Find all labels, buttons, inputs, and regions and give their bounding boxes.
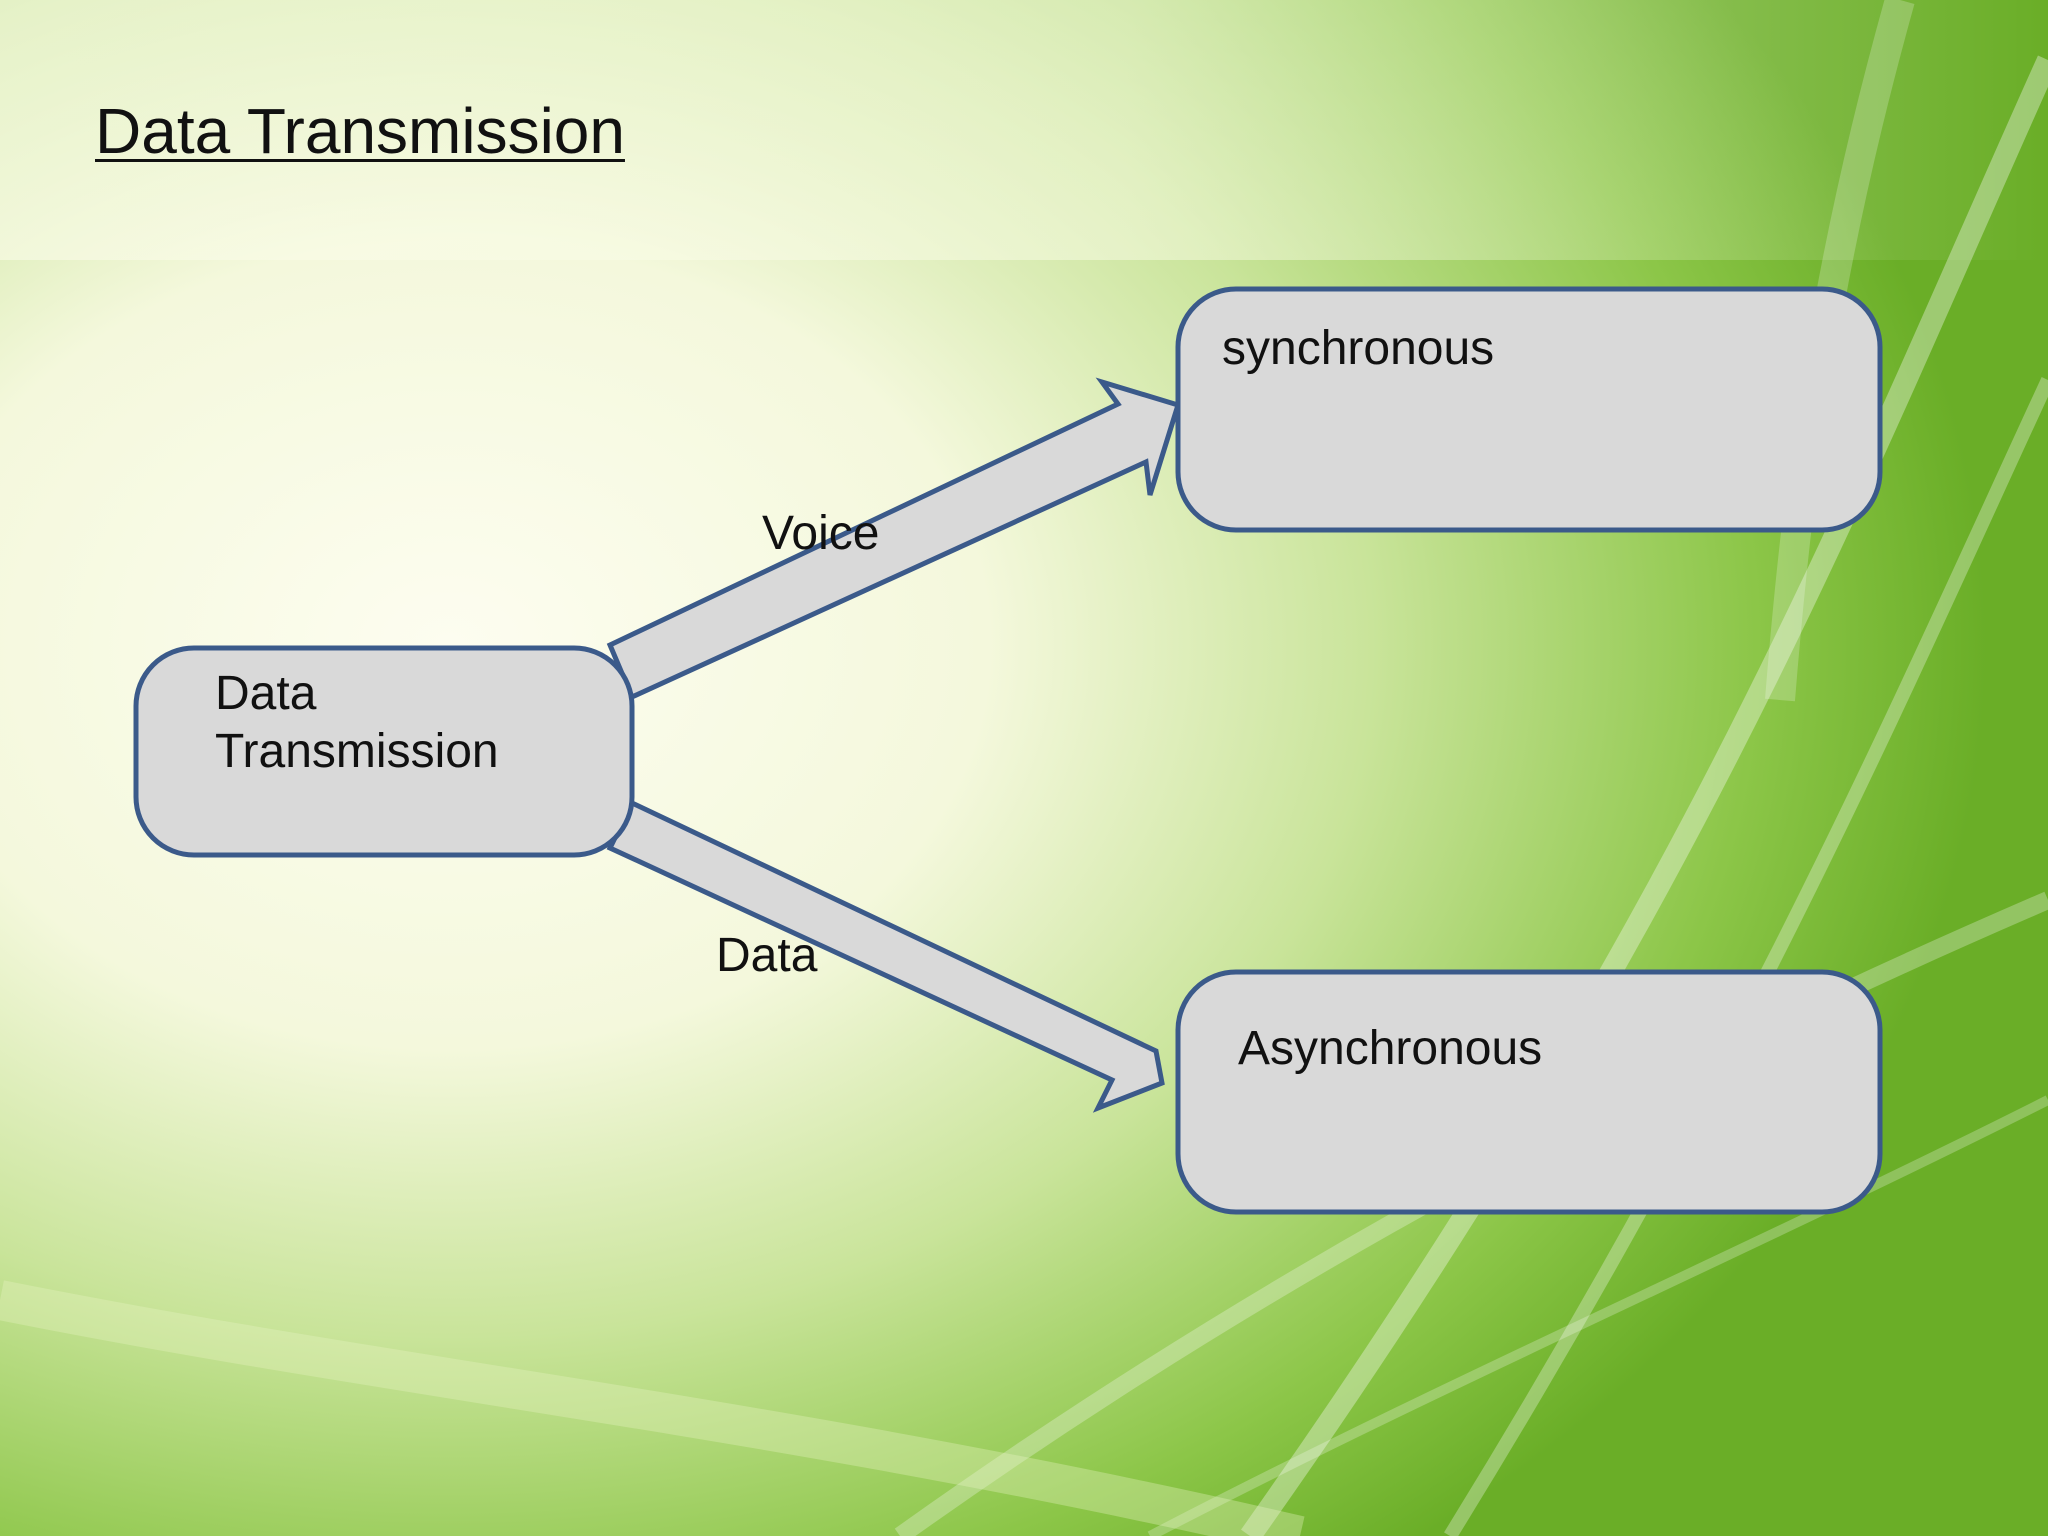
node-data-transmission-line2: Transmission: [215, 725, 499, 778]
node-data-transmission-line1: Data: [215, 667, 317, 720]
edge-voice-label: Voice: [762, 507, 880, 560]
node-data-transmission-label: Data Transmission: [215, 665, 499, 781]
node-asynchronous: [1175, 969, 1883, 1215]
voice-arrow: [606, 377, 1182, 701]
data-arrow: [606, 799, 1165, 1113]
node-asynchronous-label: Asynchronous: [1238, 1022, 1543, 1075]
node-synchronous-label: synchronous: [1222, 322, 1495, 375]
node-synchronous: [1175, 286, 1883, 533]
edge-data-label: Data: [716, 929, 818, 982]
node-data-transmission: [133, 645, 635, 858]
slide-title: Data Transmission: [95, 95, 625, 167]
